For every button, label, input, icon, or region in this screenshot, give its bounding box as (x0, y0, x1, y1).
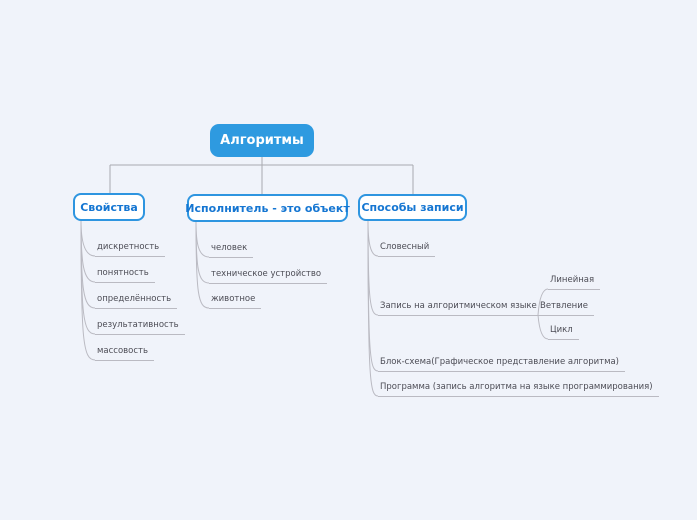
leaf-technical-device[interactable]: техническое устройство (209, 268, 328, 284)
leaf-algorithmic-language[interactable]: Запись на алгоритмическом языке (378, 300, 538, 316)
leaf-loop[interactable]: Цикл (548, 324, 579, 340)
branch-notation-methods[interactable]: Способы записи (358, 194, 467, 221)
leaf-program[interactable]: Программа (запись алгоритма на языке про… (378, 381, 659, 397)
leaf-definiteness[interactable]: определённость (95, 293, 178, 309)
leaf-branching[interactable]: Ветвление (538, 300, 594, 316)
leaf-mass-character[interactable]: массовость (95, 345, 155, 361)
branch-properties[interactable]: Свойства (73, 193, 145, 221)
leaf-animal[interactable]: животное (209, 293, 262, 309)
tree-connectors (109, 157, 414, 194)
leaf-verbal[interactable]: Словесный (378, 241, 436, 257)
leaf-discreteness[interactable]: дискретность (95, 241, 166, 257)
branch-executor[interactable]: Исполнитель - это объект (185, 194, 350, 222)
leaf-effectiveness[interactable]: результативность (95, 319, 185, 335)
leaf-clarity[interactable]: понятность (95, 267, 155, 283)
root-node-algorithms[interactable]: Алгоритмы (210, 124, 314, 157)
leaf-flowchart[interactable]: Блок-схема(Графическое представление алг… (378, 356, 626, 372)
leaf-linear[interactable]: Линейная (548, 274, 601, 290)
leaf-human[interactable]: человек (209, 242, 254, 258)
